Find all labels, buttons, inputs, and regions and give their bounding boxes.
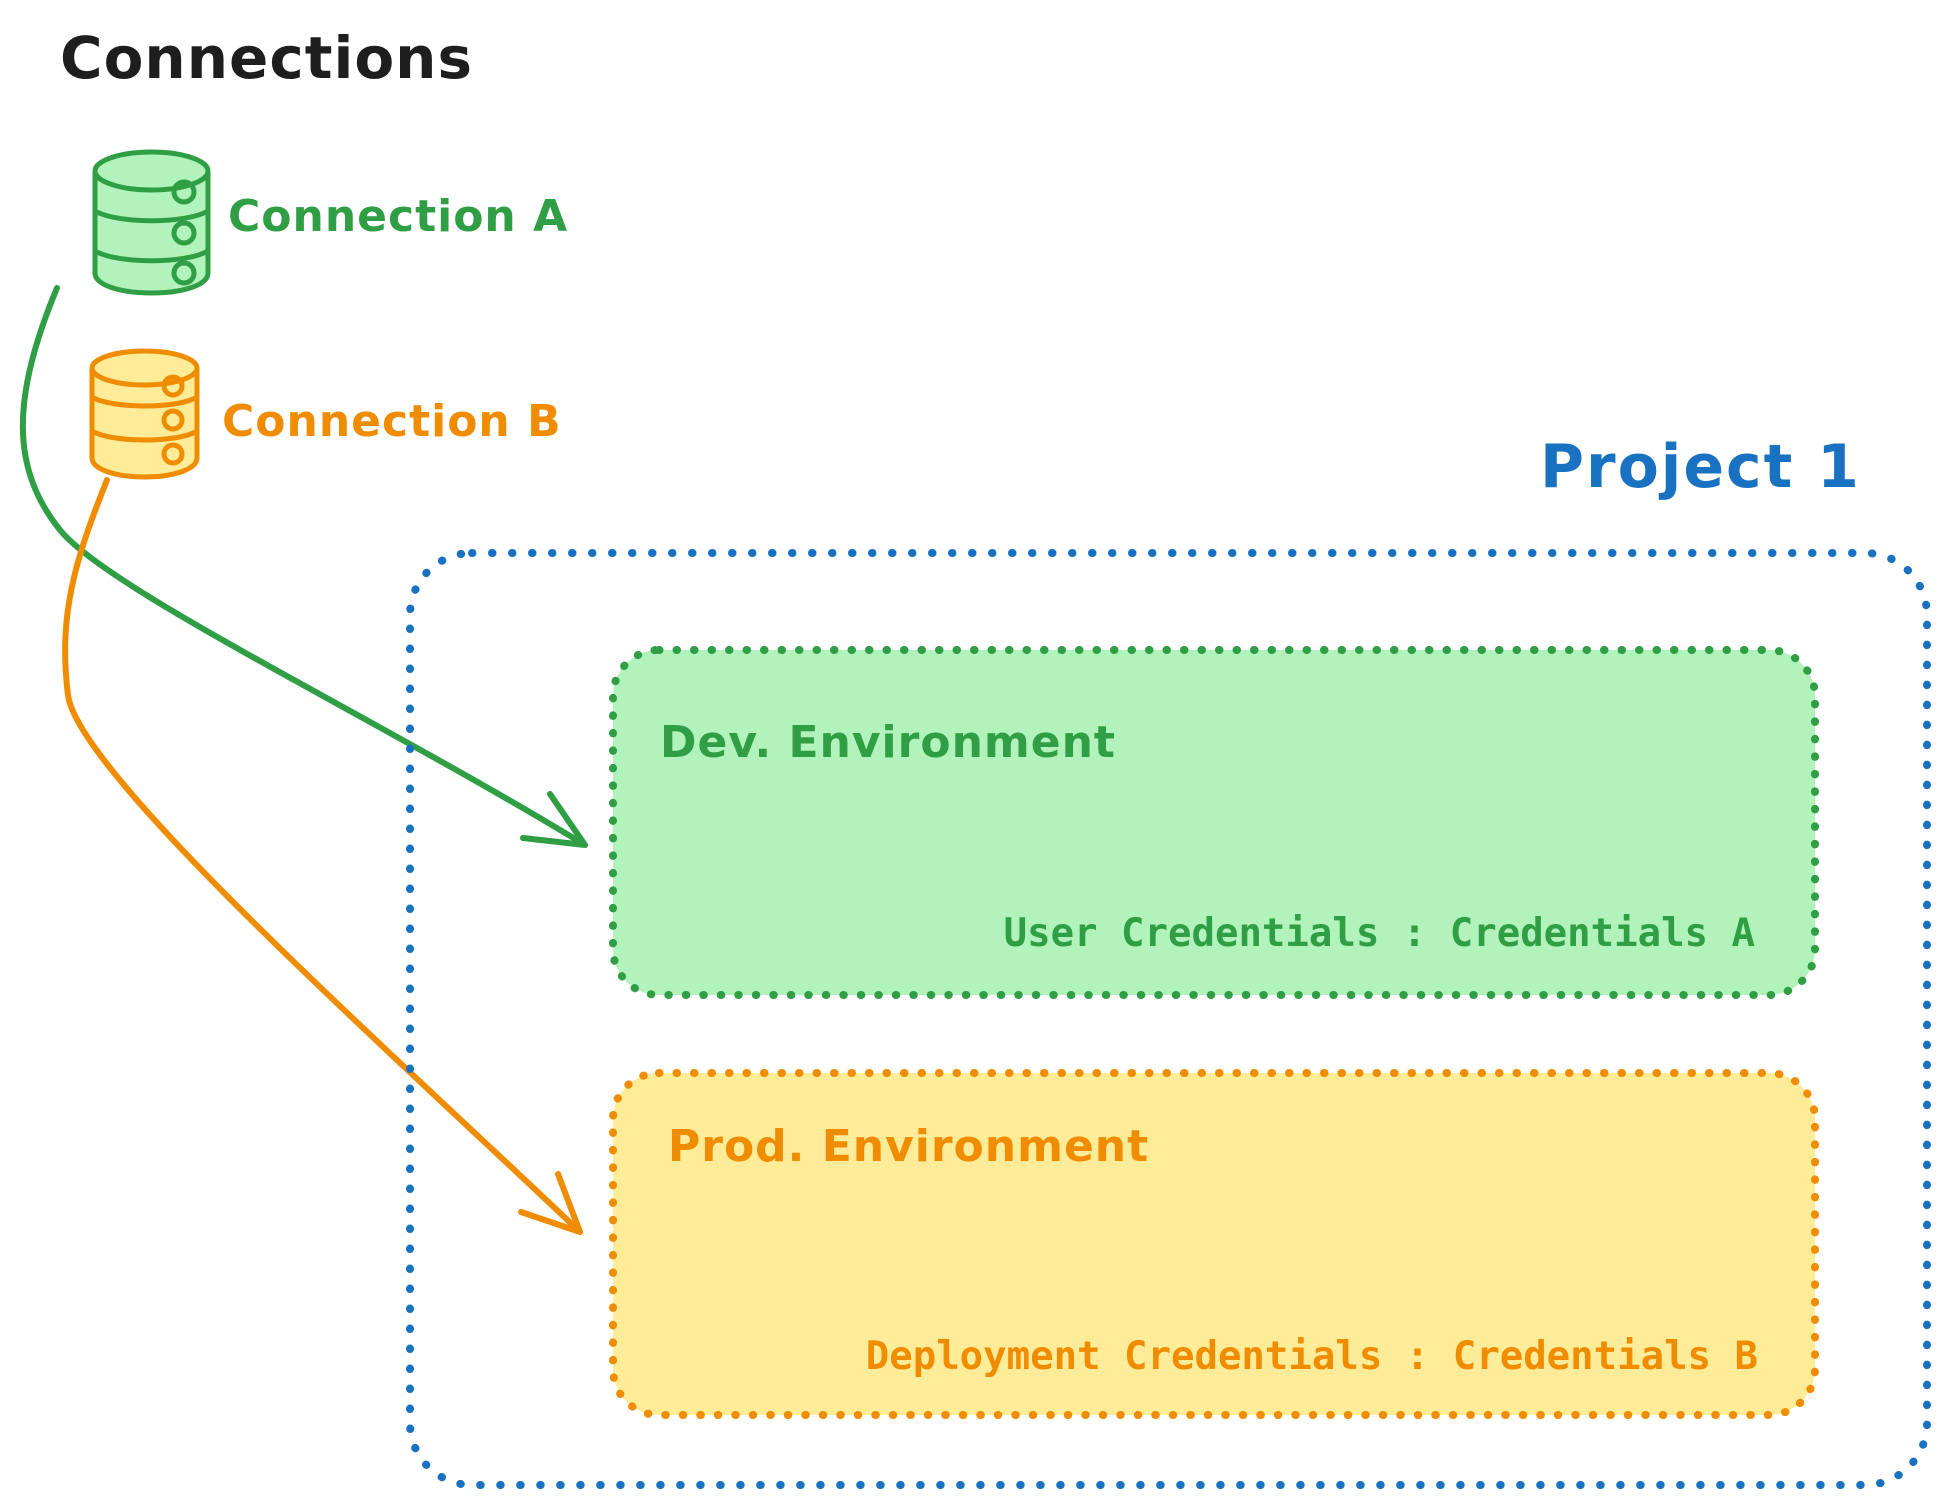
database-icon bbox=[92, 149, 211, 296]
project-title: Project 1 bbox=[1540, 432, 1861, 502]
prod-environment-outline bbox=[609, 1069, 1819, 1419]
database-band bbox=[89, 428, 200, 443]
connection-b-label: Connection B bbox=[222, 396, 562, 447]
database-band bbox=[89, 394, 200, 409]
arrowhead-icon bbox=[520, 791, 588, 848]
database-band bbox=[92, 208, 211, 224]
dev-environment-credentials: User Credentials : Credentials A bbox=[1004, 911, 1755, 956]
dev-environment-outline bbox=[609, 646, 1819, 999]
connections-panel-title: Connections bbox=[60, 24, 473, 92]
database-led bbox=[171, 220, 197, 246]
database-band bbox=[92, 248, 211, 264]
database-led bbox=[161, 374, 185, 398]
prod-environment-credentials: Deployment Credentials : Credentials B bbox=[866, 1334, 1758, 1379]
arrow-connection-b-to-prod bbox=[62, 477, 583, 1235]
prod-environment-box: Prod. Environment Deployment Credentials… bbox=[609, 1069, 1819, 1419]
arrow-shaft bbox=[62, 477, 583, 1235]
database-icon bbox=[89, 348, 200, 480]
database-led bbox=[161, 408, 185, 432]
database-led bbox=[171, 179, 197, 205]
dev-environment-box: Dev. Environment User Credentials : Cred… bbox=[609, 646, 1819, 999]
database-led bbox=[171, 260, 197, 286]
project-container-box bbox=[406, 549, 1931, 1489]
arrowhead-icon bbox=[518, 1171, 583, 1235]
database-led bbox=[161, 442, 185, 466]
dev-environment-title: Dev. Environment bbox=[660, 717, 1116, 768]
connection-a-label: Connection A bbox=[228, 191, 568, 242]
prod-environment-title: Prod. Environment bbox=[668, 1121, 1149, 1172]
